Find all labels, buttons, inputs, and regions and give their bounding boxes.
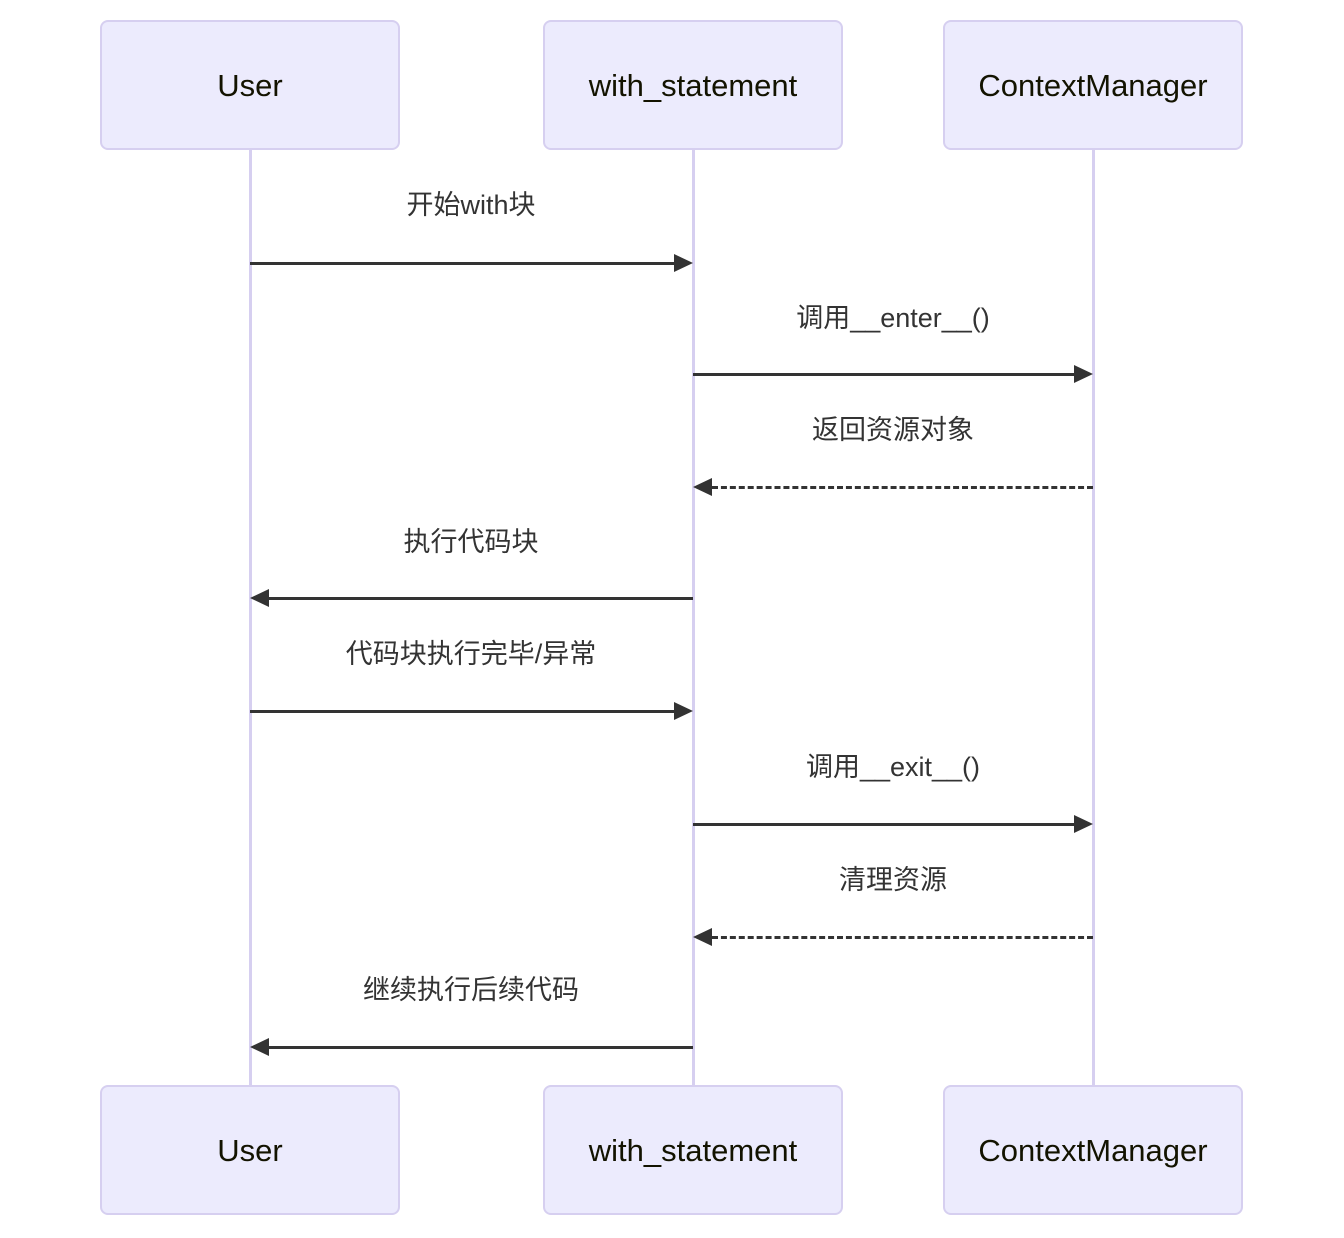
actor-label-with-statement-top: with_statement (588, 67, 798, 103)
actor-box-user-top[interactable]: User (100, 20, 400, 150)
lifeline-with-statement (692, 150, 695, 1085)
message-line-6 (693, 823, 1074, 826)
actor-label-with-statement-bottom: with_statement (588, 1132, 798, 1168)
actor-box-user-bottom[interactable]: User (100, 1085, 400, 1215)
message-label-6: 调用__exit__() (805, 752, 981, 782)
message-line-4 (269, 597, 693, 600)
arrowhead-left-icon-8 (250, 1038, 269, 1056)
arrowhead-left-icon-7 (693, 928, 712, 946)
message-label-7: 清理资源 (839, 865, 947, 895)
arrowhead-right-icon-1 (674, 254, 693, 272)
message-line-5 (250, 710, 674, 713)
message-line-1 (250, 262, 674, 265)
actor-box-with-statement-bottom[interactable]: with_statement (543, 1085, 843, 1215)
arrowhead-left-icon-3 (693, 478, 712, 496)
actor-label-context-manager-bottom: ContextManager (978, 1132, 1208, 1168)
lifeline-user (249, 150, 252, 1085)
message-label-4: 执行代码块 (403, 527, 539, 557)
message-label-5: 代码块执行完毕/异常 (345, 639, 597, 669)
actor-box-context-manager-bottom[interactable]: ContextManager (943, 1085, 1243, 1215)
message-label-1: 开始with块 (406, 190, 536, 220)
message-label-3: 返回资源对象 (812, 415, 974, 445)
message-line-8 (269, 1046, 693, 1049)
arrowhead-right-icon-5 (674, 702, 693, 720)
message-line-7 (712, 936, 1093, 939)
arrowhead-right-icon-6 (1074, 815, 1093, 833)
message-line-2 (693, 373, 1074, 376)
actor-label-context-manager-top: ContextManager (978, 67, 1208, 103)
arrowhead-left-icon-4 (250, 589, 269, 607)
actor-box-context-manager-top[interactable]: ContextManager (943, 20, 1243, 150)
message-label-8: 继续执行后续代码 (363, 975, 579, 1005)
lifeline-context-manager (1092, 150, 1095, 1085)
message-line-3 (712, 486, 1093, 489)
actor-label-user-top: User (217, 67, 283, 103)
actor-label-user-bottom: User (217, 1132, 283, 1168)
actor-box-with-statement-top[interactable]: with_statement (543, 20, 843, 150)
message-label-2: 调用__enter__() (796, 303, 990, 333)
arrowhead-right-icon-2 (1074, 365, 1093, 383)
